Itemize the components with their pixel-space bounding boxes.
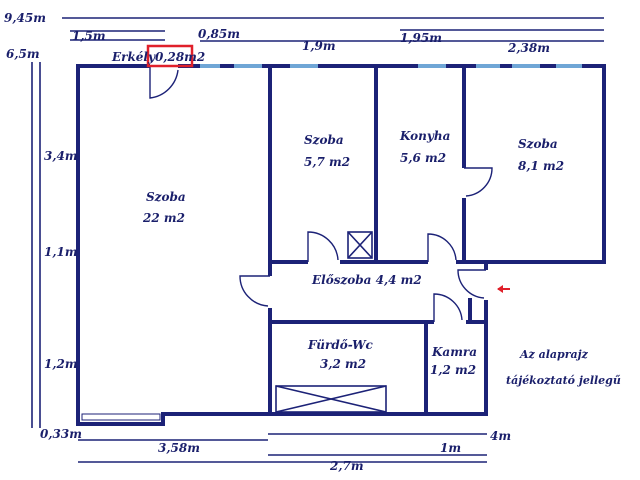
dim-top-1: 1,5m: [72, 29, 106, 43]
note-line-1: Az alaprajz: [519, 348, 589, 361]
dim-bottom-3: 1m: [440, 441, 461, 455]
balcony-marker: [146, 44, 194, 68]
dim-top-5: 2,38m: [507, 41, 550, 55]
pantry-area: 1,2 m2: [430, 363, 476, 377]
dim-left-2: 1,1m: [44, 245, 78, 259]
bath-name: Fürdő-Wc: [307, 338, 374, 352]
doors: [149, 66, 493, 322]
dim-top-3: 1,9m: [302, 39, 336, 53]
dim-top-4: 1,95m: [400, 31, 442, 45]
dim-bottom-4: 2,7m: [329, 459, 364, 473]
pantry-name: Kamra: [431, 345, 477, 359]
hall-label: Előszoba 4,4 m2: [311, 273, 422, 287]
entrance-arrow: [497, 285, 510, 293]
kitchen-name: Konyha: [399, 129, 450, 143]
dim-left-4: 0,33m: [40, 427, 82, 441]
window-sill: [81, 413, 161, 421]
room2-name: Szoba: [304, 133, 344, 147]
living-room-area: 22 m2: [142, 211, 185, 225]
note-line-2: tájékoztató jellegű: [506, 374, 621, 387]
dim-bottom-2: 4m: [490, 429, 511, 443]
bath-area: 3,2 m2: [320, 357, 366, 371]
bathtub: [275, 385, 387, 413]
room3-name: Szoba: [518, 137, 558, 151]
dim-total-height: 6,5m: [6, 47, 40, 61]
living-room-name: Szoba: [146, 190, 186, 204]
kitchen-area: 5,6 m2: [400, 151, 446, 165]
room2-area: 5,7 m2: [304, 155, 350, 169]
dim-left-1: 3,4m: [44, 149, 78, 163]
vent-shaft: [347, 231, 373, 259]
balcony-label: Erkély0,28m2: [111, 50, 205, 64]
dim-left-3: 1,2m: [44, 357, 78, 371]
dim-bottom-1: 3,58m: [158, 441, 200, 455]
dim-total-width: 9,45m: [4, 11, 46, 25]
room3-area: 8,1 m2: [518, 159, 564, 173]
dimension-lines: [31, 17, 604, 463]
walls: [76, 64, 606, 426]
dim-top-2: 0,85m: [198, 27, 240, 41]
